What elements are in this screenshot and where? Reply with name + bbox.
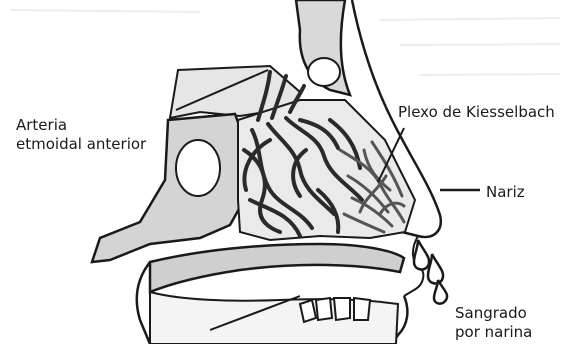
label-arteria-etmoidal-line1: Arteria xyxy=(16,116,67,135)
label-plexo-kiesselbach: Plexo de Kiesselbach xyxy=(398,103,555,122)
soft-palate xyxy=(137,262,150,344)
frontal-sinus xyxy=(308,58,340,86)
label-nariz: Nariz xyxy=(486,183,525,202)
label-sangrado-line2: por narina xyxy=(455,323,532,342)
upper-teeth xyxy=(300,298,370,322)
blood-drops xyxy=(414,240,447,304)
sphenoid-sinus xyxy=(176,140,220,196)
hard-palate xyxy=(150,244,404,292)
label-arteria-etmoidal-line2: etmoidal anterior xyxy=(16,135,146,154)
background-texture xyxy=(10,10,560,75)
label-sangrado-line1: Sangrado xyxy=(455,304,527,323)
